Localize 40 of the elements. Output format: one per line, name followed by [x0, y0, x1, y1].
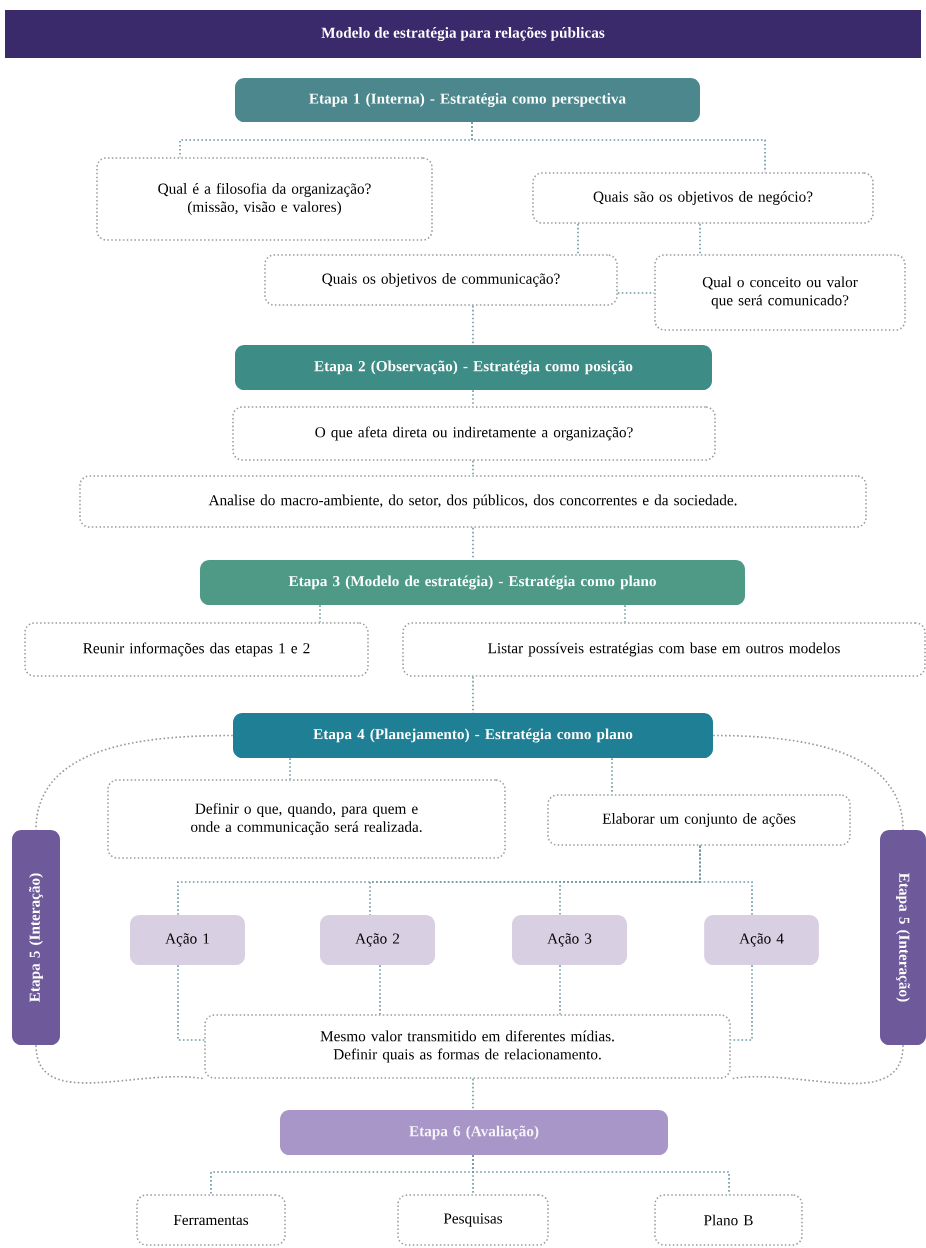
step-box: Ferramentas: [136, 1194, 286, 1246]
step-box: Qual o conceito ou valor que será comunicado?: [654, 254, 906, 331]
connector: [699, 222, 701, 256]
action-tab: Ação 3: [512, 915, 627, 965]
step-box: Pesquisas: [397, 1194, 549, 1246]
action-tab: Ação 1: [130, 915, 245, 965]
step-box: Elaborar um conjunto de ações: [547, 794, 851, 846]
connector: [699, 844, 753, 916]
connector: [472, 1077, 474, 1111]
connector: [289, 757, 291, 781]
stage-banner: Etapa 6 (Avaliação): [280, 1110, 668, 1155]
step-box: Mesmo valor transmitido em diferentes mídias. Definir quais as formas de relacionamento.: [204, 1014, 731, 1079]
step-box: Listar possíveis estratégias com base em outros modelos: [402, 622, 926, 677]
stage-banner: Etapa 1 (Interna) - Estratégia como perspectiva: [235, 78, 700, 122]
step-box: Qual é a filosofia da organização? (missão, visão e valores): [96, 157, 433, 241]
title-banner: Modelo de estratégia para relações públicas: [5, 10, 921, 58]
connector: [472, 459, 474, 477]
step-box: Quais os objetivos de communicação?: [264, 254, 618, 306]
step-box: Analise do macro-ambiente, do setor, dos públicos, dos concorrentes e da sociedade.: [79, 475, 867, 528]
connector: [577, 222, 579, 256]
stage-banner: Etapa 4 (Planejamento) - Estratégia como plano: [233, 713, 713, 758]
step-box: Quais são os objetivos de negócio?: [532, 172, 874, 224]
connector: [379, 964, 381, 1016]
connector: [559, 964, 561, 1016]
connector: [712, 734, 904, 831]
step-box: Definir o que, quando, para quem e onde a communicação será realizada.: [107, 779, 506, 859]
action-tab: Ação 2: [320, 915, 435, 965]
connector: [35, 1044, 206, 1084]
connector: [472, 304, 474, 346]
step-box: Plano B: [654, 1194, 803, 1246]
step-box: Reunir informações das etapas 1 e 2: [24, 622, 369, 677]
side-tab: Etapa 5 (Interação): [12, 830, 60, 1045]
step-box: O que afeta direta ou indiretamente a organização?: [232, 406, 716, 461]
connector: [177, 964, 206, 1041]
stage-banner: Etapa 3 (Modelo de estratégia) - Estratégia como plano: [200, 560, 745, 605]
action-tab: Ação 4: [704, 915, 819, 965]
side-tab: Etapa 5 (Interação): [880, 830, 926, 1045]
connector: [624, 604, 626, 624]
connector: [319, 604, 321, 624]
stage-banner: Etapa 2 (Observação) - Estratégia como posição: [235, 345, 712, 390]
